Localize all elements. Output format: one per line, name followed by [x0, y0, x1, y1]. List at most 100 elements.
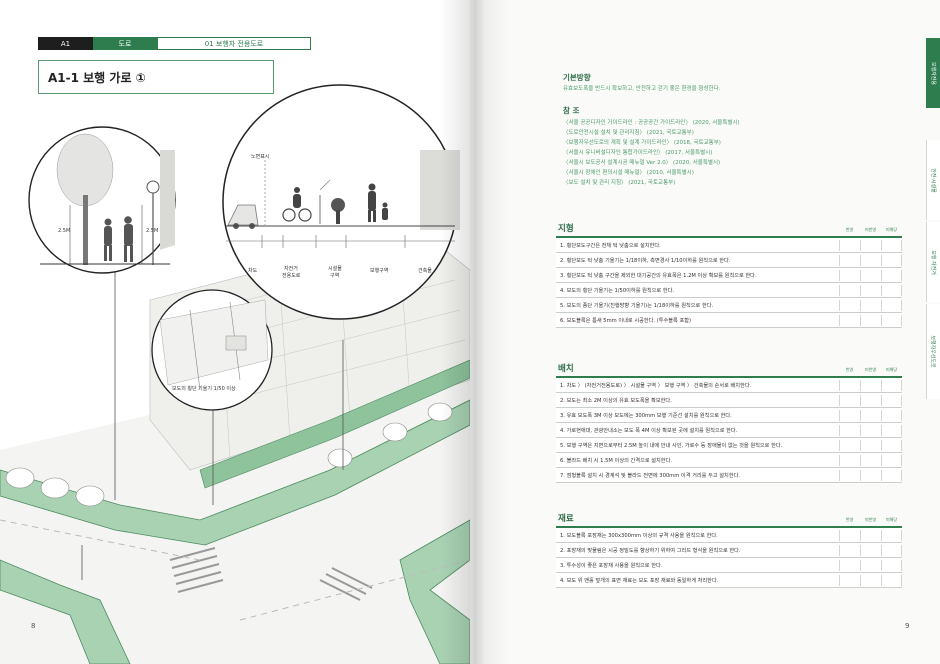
checklist-row: 1. 횡단보도구간은 전체 턱 낮춤으로 설치한다.: [556, 238, 902, 253]
checkbox-not-applied[interactable]: [860, 560, 881, 571]
checkbox-not-applied[interactable]: [860, 270, 881, 281]
checkbox-applied[interactable]: [839, 380, 860, 391]
road-marking-label: 노면표시: [251, 153, 269, 160]
checklist-row: 6. 보도블록은 틈새 5mm 이내로 시공한다. (투수블록 포함): [556, 313, 902, 328]
checkbox-not-applicable[interactable]: [881, 315, 902, 326]
checklist-material: 재료 반영 미반영 미해당 1. 보도블록 포장재는 300x300mm 이상의…: [556, 512, 902, 588]
checkbox-not-applicable[interactable]: [881, 395, 902, 406]
page-title: A1-1 보행 가로 ①: [38, 60, 274, 94]
left-page: A1 도로 01 보행자 전용도로 A1-1 보행 가로 ①: [0, 0, 470, 664]
checkbox-not-applicable[interactable]: [881, 455, 902, 466]
checkbox-applied[interactable]: [839, 425, 860, 436]
checkbox-not-applied[interactable]: [860, 455, 881, 466]
checkbox-not-applicable[interactable]: [881, 545, 902, 556]
checkbox-applied[interactable]: [839, 470, 860, 481]
checklist-title: 지형: [558, 224, 574, 234]
checkbox-not-applied[interactable]: [860, 470, 881, 481]
checkbox-not-applicable[interactable]: [881, 270, 902, 281]
checkbox-applied[interactable]: [839, 455, 860, 466]
checkbox-not-applied[interactable]: [860, 255, 881, 266]
page-number-left: 8: [31, 622, 36, 630]
reference-item: 〈서울 공공디자인 가이드라인 : 공공공간 가이드라인〉 (2020, 서울특…: [563, 120, 740, 126]
checkbox-applied[interactable]: [839, 440, 860, 451]
checkbox-applied[interactable]: [839, 300, 860, 311]
reference-item: 〈도로안전시설 설치 및 관리지침〉 (2021, 국토교통부): [563, 130, 694, 136]
checkbox-not-applied[interactable]: [860, 425, 881, 436]
checkbox-not-applicable[interactable]: [881, 440, 902, 451]
row-text: 4. 보도의 횡단 기울기는 1/50이하를 원칙으로 한다.: [560, 287, 675, 294]
col-not-applicable: 미해당: [885, 517, 898, 522]
chapter-name-tab: 도로: [93, 37, 157, 50]
checkbox-not-applied[interactable]: [860, 380, 881, 391]
dim-label-left: 2.5M: [58, 228, 70, 234]
checkbox-not-applied[interactable]: [860, 240, 881, 251]
side-tab-safety[interactable]: 안전·시설물: [926, 140, 940, 220]
checkbox-not-applicable[interactable]: [881, 470, 902, 481]
row-text: 1. 보도블록 포장재는 300x300mm 이상의 규격 사용을 원칙으로 한…: [560, 532, 718, 539]
checkbox-not-applicable[interactable]: [881, 560, 902, 571]
basic-direction-text: 유효보도폭을 반드시 확보하고, 안전하고 걷기 좋은 환경을 형성한다.: [563, 86, 721, 92]
checkbox-not-applicable[interactable]: [881, 425, 902, 436]
row-text: 3. 투수성이 좋은 포장재 사용을 원칙으로 한다.: [560, 562, 663, 569]
side-tab-priority-road[interactable]: 보행자우선도로: [926, 304, 940, 399]
row-text: 6. 볼라드 배치 시 1.5M 이상의 간격으로 설치한다.: [560, 457, 672, 464]
checkbox-not-applied[interactable]: [860, 315, 881, 326]
checklist-row: 2. 포장재의 맞물림은 시공 정밀도를 향상하기 위하여 그리드 형식을 원칙…: [556, 543, 902, 558]
row-text: 5. 보도의 종단 기울기(진행방향 기울기)는 1/18이하를 원칙으로 한다…: [560, 302, 714, 309]
checkbox-not-applied[interactable]: [860, 530, 881, 541]
checkbox-applied[interactable]: [839, 255, 860, 266]
checklist-column-headers: 반영 미반영 미해당: [839, 517, 902, 523]
crosswalk: [169, 547, 373, 601]
checkbox-not-applied[interactable]: [860, 410, 881, 421]
side-tab-label: 안전·시설물: [930, 167, 936, 193]
callout-circle-slope: [151, 289, 273, 411]
checkbox-not-applicable[interactable]: [881, 285, 902, 296]
checkbox-applied[interactable]: [839, 285, 860, 296]
references-title: 참 조: [563, 106, 580, 115]
checkbox-not-applicable[interactable]: [881, 575, 902, 586]
checkbox-applied[interactable]: [839, 530, 860, 541]
checklist-row: 7. 점형블록 설치 시 경계석 및 볼라드 전면에 300mm 이격 거리를 …: [556, 468, 902, 483]
side-tab-bike[interactable]: 보행·자전거: [926, 222, 940, 302]
checkbox-applied[interactable]: [839, 315, 860, 326]
checklist-row: 6. 볼라드 배치 시 1.5M 이상의 간격으로 설치한다.: [556, 453, 902, 468]
checkbox-not-applied[interactable]: [860, 575, 881, 586]
checkbox-not-applicable[interactable]: [881, 410, 902, 421]
checkbox-not-applicable[interactable]: [881, 530, 902, 541]
row-text: 1. 횡단보도구간은 전체 턱 낮춤으로 설치한다.: [560, 242, 661, 249]
checklist-row: 5. 보행 구역은 지면으로부터 2.5M 높이 내에 안내 사인, 가로수 등…: [556, 438, 902, 453]
checkbox-not-applied[interactable]: [860, 300, 881, 311]
checkbox-applied[interactable]: [839, 270, 860, 281]
checkbox-applied[interactable]: [839, 410, 860, 421]
checklist-row: 3. 유효 보도폭 3M 이상 보도에는 300mm 보행 기준선 설치를 원칙…: [556, 408, 902, 423]
checkbox-not-applicable[interactable]: [881, 380, 902, 391]
checkbox-applied[interactable]: [839, 240, 860, 251]
bike-lane: [199, 359, 470, 489]
checklist-row: 1. 차도 〉 (자전거전용도로) 〉 시설물 구역 〉 보행 구역 〉 건축물…: [556, 378, 902, 393]
row-text: 4. 보도 위 맨홀 덮개의 표면 재료는 보도 포장 재료와 동일하게 처리한…: [560, 577, 719, 584]
checkbox-applied[interactable]: [839, 560, 860, 571]
tree-row: [5, 402, 453, 507]
checkbox-not-applied[interactable]: [860, 545, 881, 556]
checkbox-not-applied[interactable]: [860, 440, 881, 451]
street-illustration: 2.5M 2.5M 보도의 횡단 기울기 1/50 이상: [0, 84, 470, 664]
row-text: 6. 보도블록은 틈새 5mm 이내로 시공한다. (투수블록 포함): [560, 317, 692, 324]
sidewalk-upper: [0, 399, 470, 546]
checkbox-applied[interactable]: [839, 545, 860, 556]
side-tab-pedestrian[interactable]: 보행자전용: [926, 38, 940, 108]
checklist-header: 재료 반영 미반영 미해당: [556, 512, 902, 528]
reference-item: 〈서울시 유니버설디자인 통합가이드라인〉 (2017, 서울특별시): [563, 150, 713, 156]
col-not-applicable: 미해당: [885, 227, 898, 232]
checklist-title: 배치: [558, 364, 574, 374]
side-tab-label: 보행·자전거: [930, 249, 936, 275]
checkbox-not-applicable[interactable]: [881, 240, 902, 251]
checkbox-not-applicable[interactable]: [881, 300, 902, 311]
checkbox-applied[interactable]: [839, 575, 860, 586]
checkbox-not-applied[interactable]: [860, 285, 881, 296]
col-not-applied: 미반영: [864, 517, 877, 522]
checkbox-not-applicable[interactable]: [881, 255, 902, 266]
checkbox-not-applied[interactable]: [860, 395, 881, 406]
checkbox-applied[interactable]: [839, 395, 860, 406]
slope-label: 보도의 횡단 기울기 1/50 이상: [172, 385, 236, 392]
